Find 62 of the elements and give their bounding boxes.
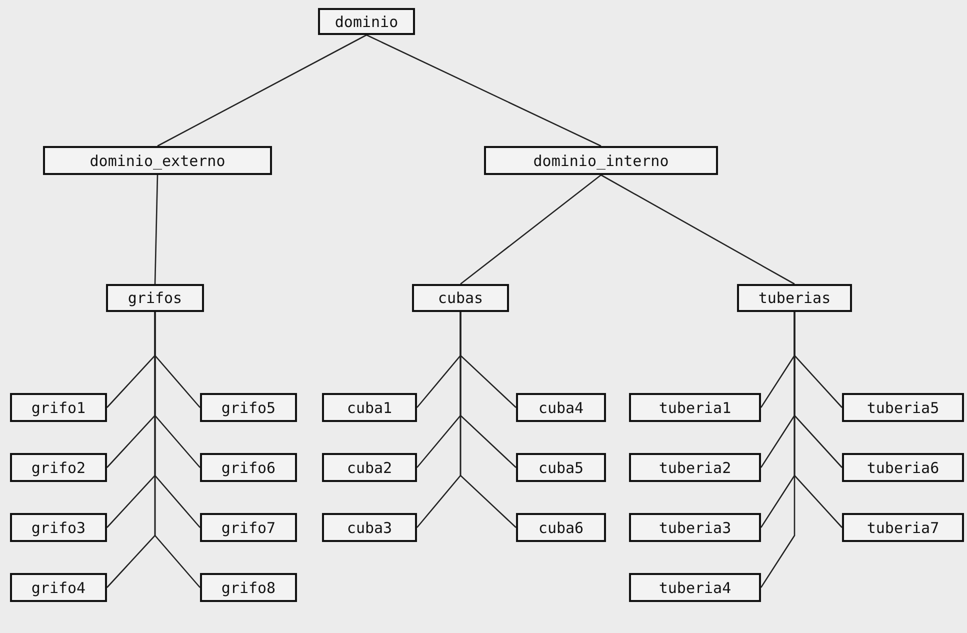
tree-node-box	[629, 453, 761, 482]
connector-line	[154, 174, 158, 284]
node-label: grifos	[128, 289, 182, 307]
node-label: cuba1	[346, 398, 392, 416]
node-label: grifo7	[221, 518, 276, 536]
connector-line	[600, 174, 795, 285]
connector-line	[460, 312, 516, 528]
connector-line	[794, 312, 842, 528]
node-label: grifo1	[31, 398, 86, 416]
node-label: cuba5	[538, 458, 584, 476]
node-label: cuba6	[538, 518, 584, 536]
node-label: tuberia7	[866, 518, 940, 536]
node-label: cubas	[438, 289, 484, 307]
tree-node-box	[842, 393, 964, 422]
node-label: grifo2	[31, 458, 86, 476]
tree-node-box	[318, 8, 415, 35]
tree-node-box	[842, 513, 964, 542]
node-label: grifo4	[31, 578, 86, 596]
node-label: tuberias	[758, 289, 831, 307]
connector-line	[157, 34, 367, 147]
node-label: cuba3	[346, 518, 392, 536]
node-label: tuberia4	[658, 578, 732, 596]
tree-node-box	[200, 453, 297, 482]
node-label: grifo3	[31, 518, 86, 536]
tree-node-box	[322, 513, 417, 542]
tree-node-box	[322, 393, 417, 422]
tree-node-box	[629, 573, 761, 602]
connector-line	[460, 174, 602, 285]
tree-node-box	[842, 453, 964, 482]
connector-line	[366, 34, 602, 147]
tree-node-box	[516, 393, 606, 422]
node-label: dominio	[334, 12, 398, 30]
tree-node-box	[737, 284, 852, 312]
node-label: dominio_interno	[533, 152, 669, 170]
tree-node-box	[10, 513, 107, 542]
node-label: tuberia3	[658, 518, 732, 536]
node-label: grifo6	[221, 458, 276, 476]
tree-node-box	[200, 573, 297, 602]
connector-line	[154, 312, 200, 588]
tree-node-box	[412, 284, 509, 312]
tree-node-box	[200, 393, 297, 422]
node-label: cuba2	[346, 458, 392, 476]
tree-node-box	[629, 513, 761, 542]
node-label: tuberia5	[866, 398, 940, 416]
tree-node-box	[10, 393, 107, 422]
node-label: tuberia6	[866, 458, 940, 476]
tree-node-box	[106, 284, 204, 312]
node-label: cuba4	[538, 398, 584, 416]
node-label: tuberia1	[658, 398, 732, 416]
tree-node-box	[516, 513, 606, 542]
tree-node-box	[516, 453, 606, 482]
tree-node-box	[43, 146, 272, 175]
tree-node-box	[200, 513, 297, 542]
node-label: grifo8	[221, 578, 276, 596]
tree-node-box	[629, 393, 761, 422]
tree-node-box	[10, 573, 107, 602]
tree-node-box	[484, 146, 718, 175]
node-label: grifo5	[221, 398, 276, 416]
node-label: dominio_externo	[90, 152, 226, 170]
tree-node-box	[322, 453, 417, 482]
tree-node-box	[10, 453, 107, 482]
node-label: tuberia2	[658, 458, 732, 476]
